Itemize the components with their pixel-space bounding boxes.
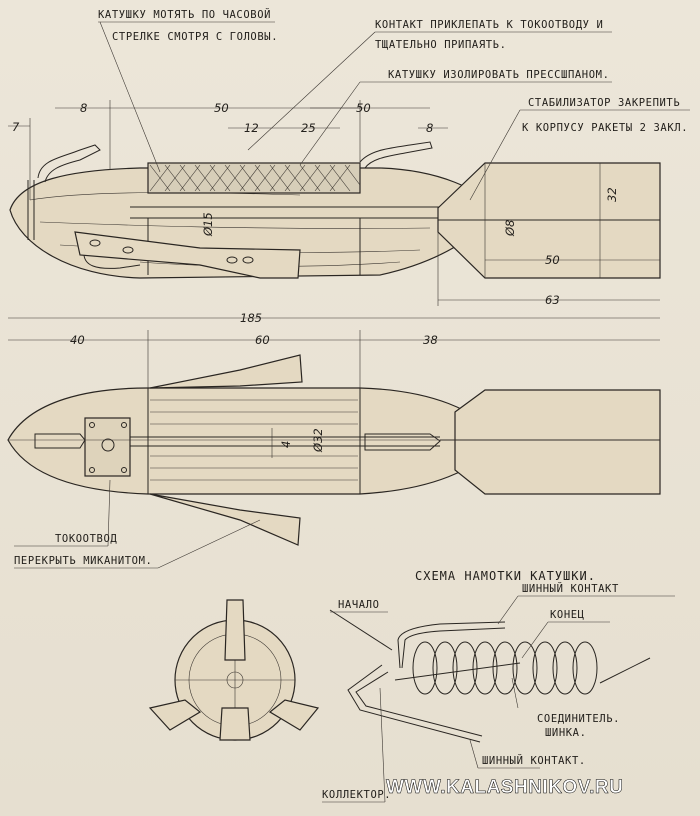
- leader-lines: [14, 21, 690, 803]
- coil-windings: [412, 641, 598, 695]
- dim-25: 25: [301, 121, 316, 135]
- dim-50b: 50: [356, 101, 371, 115]
- dim-60: 60: [255, 333, 270, 347]
- note-contact-2: ТЩАТЕЛЬНО ПРИПАЯТЬ.: [375, 39, 507, 51]
- dim-12: 12: [244, 121, 259, 135]
- label-bus-contact: ШИННЫЙ КОНТАКТ: [522, 582, 619, 595]
- dim-7: 7: [12, 120, 20, 134]
- dim-38: 38: [423, 333, 438, 347]
- dim-8b: 8: [426, 121, 433, 135]
- dim-63: 63: [545, 293, 560, 307]
- label-collector: КОЛЛЕКТОР.: [322, 789, 391, 801]
- coil-block: [147, 162, 361, 194]
- dim-40: 40: [70, 333, 85, 347]
- note-coil-wind-2: СТРЕЛКЕ СМОТРЯ С ГОЛОВЫ.: [112, 31, 278, 43]
- rocket-side-section: [9, 141, 661, 279]
- dim-d8: Ø8: [503, 220, 517, 237]
- dim-8a: 8: [80, 101, 87, 115]
- dim-50a: 50: [214, 101, 229, 115]
- rocket-plan-view: 4 Ø32: [7, 354, 661, 546]
- dim-32: 32: [605, 187, 619, 202]
- dim-4: 4: [279, 441, 293, 448]
- side-view-dimensions: 7 8 50 50 12 25 8 32 Ø15 Ø8 50 63 185 40…: [8, 100, 660, 395]
- note-stabilizer-1: СТАБИЛИЗАТОР ЗАКРЕПИТЬ: [528, 97, 680, 109]
- note-contact-1: КОНТАКТ ПРИКЛЕПАТЬ К ТОКООТВОДУ И: [375, 19, 603, 31]
- label-connector-2: ШИНКА.: [545, 727, 587, 739]
- dim-50c: 50: [545, 253, 560, 267]
- winding-title: СХЕМА НАМОТКИ КАТУШКИ.: [415, 569, 596, 583]
- label-start: НАЧАЛО: [338, 599, 380, 611]
- note-current-lead: ТОКООТВОД: [55, 533, 117, 545]
- watermark: WWW.KALASHNIKOV.RU: [386, 777, 623, 798]
- note-coil-wind-1: КАТУШКУ МОТЯТЬ ПО ЧАСОВОЙ: [98, 8, 271, 21]
- dim-185: 185: [240, 311, 262, 325]
- note-coil-insulate: КАТУШКУ ИЗОЛИРОВАТЬ ПРЕССШПАНОМ.: [388, 69, 610, 81]
- label-connector-1: СОЕДИНИТЕЛЬ.: [537, 713, 620, 725]
- label-end: КОНЕЦ: [550, 609, 585, 621]
- note-micanite: ПЕРЕКРЫТЬ МИКАНИТОМ.: [14, 555, 152, 567]
- winding-scheme: [329, 609, 651, 743]
- label-bus-contact-2: ШИННЫЙ КОНТАКТ.: [482, 754, 586, 767]
- dim-d15: Ø15: [201, 212, 215, 237]
- note-stabilizer-2: К КОРПУСУ РАКЕТЫ 2 ЗАКЛ.: [522, 122, 688, 134]
- dim-d32: Ø32: [311, 428, 325, 453]
- rocket-end-view: [148, 599, 320, 741]
